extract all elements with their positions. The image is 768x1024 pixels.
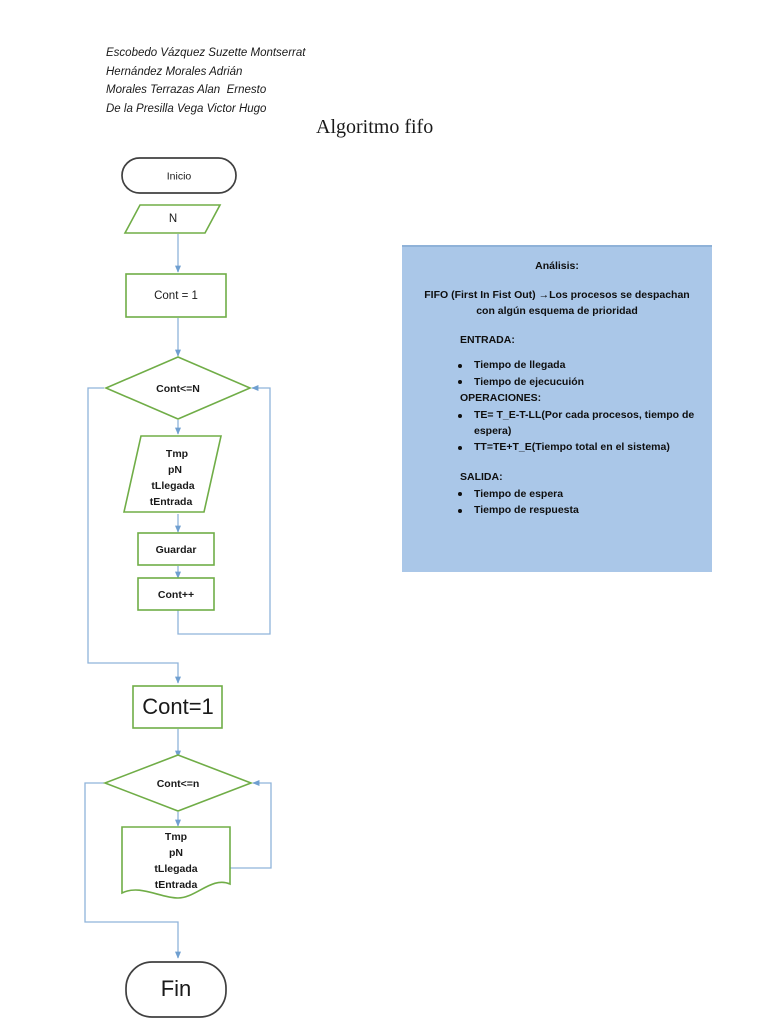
data1-line-3: tLlegada (151, 480, 194, 492)
list-item: TE= T_E-T-LL(Por cada procesos, tiempo d… (458, 408, 702, 439)
connector-dec2-left-to-end (84, 782, 182, 959)
authors-block: Escobedo Vázquez Suzette Montserrat Hern… (106, 44, 436, 118)
author-line: Morales Terrazas Alan Ernesto (106, 84, 267, 96)
init1-label: Cont = 1 (154, 290, 198, 302)
end-terminator-shape (125, 961, 227, 1018)
list-item: Tiempo de espera (458, 487, 702, 503)
list-item: Tiempo de llegada (458, 358, 702, 374)
dec1-decision-shape (103, 356, 253, 420)
data1-parallelogram-shape (123, 435, 222, 513)
analysis-definition: FIFO (First In Fist Out) →Los procesos s… (424, 289, 690, 317)
dec2-label: Cont<=n (157, 778, 200, 790)
init1-process-shape (125, 273, 227, 318)
analysis-entrada-list: Tiempo de llegada Tiempo de ejecucuión (412, 358, 702, 390)
data1-line-4: tEntrada (150, 496, 193, 508)
list-item: Tiempo de ejecucuión (458, 375, 702, 391)
doc1-line-3: tLlegada (154, 863, 197, 875)
init2-process-shape (132, 685, 223, 729)
start-label: Inicio (167, 170, 192, 182)
flow-node-dec2: Cont<=n (102, 754, 254, 812)
data1-line-1: Tmp (166, 448, 188, 460)
analysis-operaciones-list: TE= T_E-T-LL(Por cada procesos, tiempo d… (412, 408, 702, 456)
doc1-line-2: pN (169, 847, 183, 859)
flow-node-data1: Tmp pN tLlegada tEntrada (123, 435, 222, 513)
flow-node-init1: Cont = 1 (125, 273, 227, 318)
connector-incr-loop-to-dec1 (177, 384, 271, 635)
flow-node-input-n: N (123, 204, 222, 234)
page-title: Algoritmo fifo (316, 116, 434, 138)
analysis-section-label-operaciones: OPERACIONES: (460, 392, 542, 404)
doc1-document-shape (121, 826, 231, 899)
list-item: Tiempo de respuesta (458, 503, 702, 519)
flow-node-start: Inicio (121, 157, 237, 194)
analysis-section-label-salida: SALIDA: (460, 470, 503, 483)
analysis-heading: Análisis: (535, 260, 579, 272)
author-line: Hernández Morales Adrián (106, 65, 243, 78)
input-parallelogram-shape (123, 204, 222, 234)
flow-node-incr: Cont++ (137, 577, 215, 611)
flow-node-dec1: Cont<=N (103, 356, 253, 420)
save-label: Guardar (156, 544, 197, 556)
save-process-shape (137, 532, 215, 566)
doc1-line-4: tEntrada (155, 879, 198, 891)
start-terminator-shape (121, 157, 237, 194)
doc1-line-1: Tmp (165, 831, 187, 843)
connector-doc1-loop-to-dec2 (230, 779, 272, 869)
data1-line-2: pN (168, 464, 182, 476)
input-n-label: N (169, 213, 177, 225)
analysis-section-label-entrada: ENTRADA: (460, 334, 515, 346)
list-item: TT=TE+T_E(Tiempo total en el sistema) (458, 440, 702, 456)
flow-node-end: Fin (125, 961, 227, 1018)
author-line: De la Presilla Vega Victor Hugo (106, 102, 267, 115)
author-line: Escobedo Vázquez Suzette Montserrat (106, 47, 306, 59)
flow-node-init2: Cont=1 (132, 685, 223, 729)
dec2-decision-shape (102, 754, 254, 812)
incr-process-shape (137, 577, 215, 611)
flow-node-doc1: Tmp pN tLlegada tEntrada (121, 826, 231, 899)
connector-dec1-left-to-init2 (87, 387, 182, 684)
flow-node-save: Guardar (137, 532, 215, 566)
analysis-salida-list: Tiempo de espera Tiempo de respuesta (412, 487, 702, 519)
analysis-callout: Análisis: FIFO (First In Fist Out) →Los … (402, 245, 712, 572)
end-label: Fin (161, 976, 192, 1001)
dec1-label: Cont<=N (156, 383, 200, 395)
init2-label: Cont=1 (142, 694, 214, 719)
incr-label: Cont++ (158, 589, 194, 601)
